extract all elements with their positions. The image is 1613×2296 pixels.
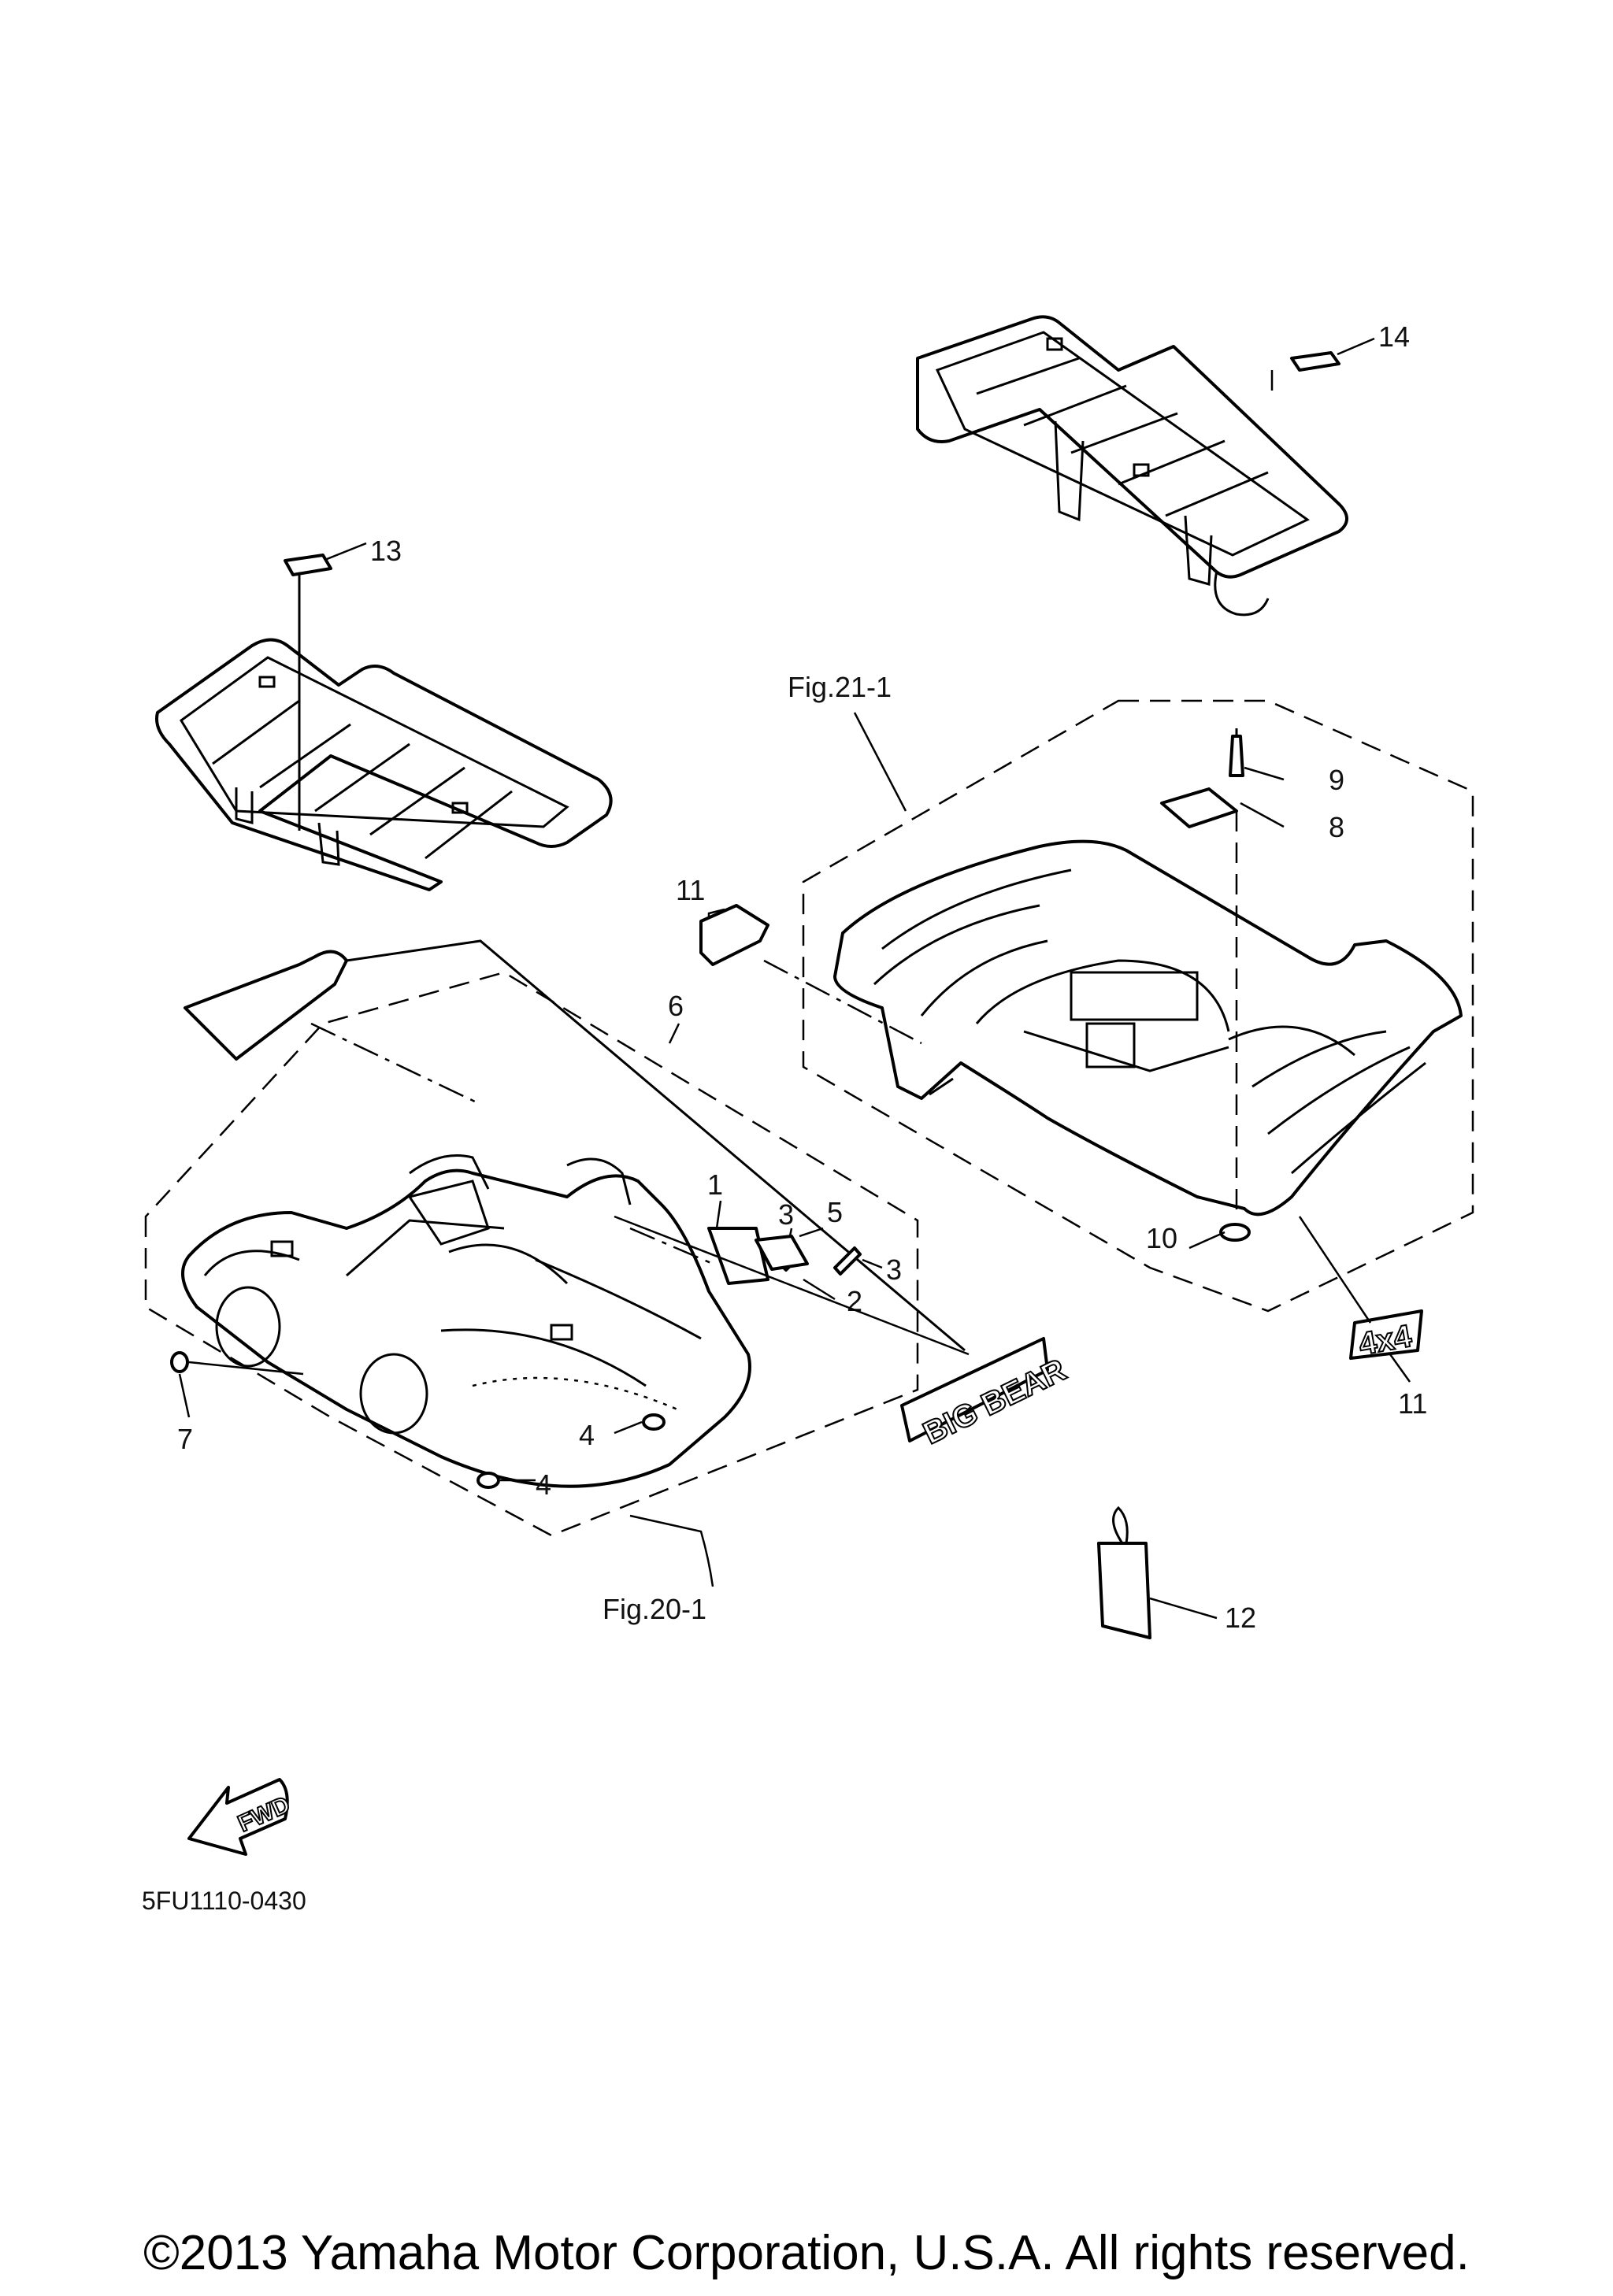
fig-ref-front: Fig.20-1 — [603, 1593, 706, 1625]
callout-12: 12 — [1225, 1602, 1256, 1634]
callout-3-upper: 3 — [778, 1198, 794, 1231]
rear-carrier — [916, 315, 1348, 617]
grommet-10 — [1219, 1223, 1251, 1242]
callout-6: 6 — [668, 990, 684, 1022]
fig-ref-rear: Fig.21-1 — [788, 671, 892, 703]
callout-14: 14 — [1378, 320, 1410, 353]
callout-11-upper: 11 — [676, 874, 705, 906]
diagram-code: 5FU1110-0430 — [142, 1887, 306, 1915]
nut-4-right — [642, 1413, 666, 1431]
rear-fender — [833, 839, 1463, 1217]
tag-12 — [1097, 1505, 1151, 1639]
callout-5: 5 — [827, 1196, 843, 1228]
callout-1: 1 — [707, 1168, 723, 1201]
plate-5 — [755, 1235, 809, 1271]
bracket-8 — [1160, 787, 1238, 828]
callout-10: 10 — [1146, 1222, 1177, 1254]
forward-arrow-icon: FWD — [187, 1778, 295, 1856]
callout-4-right: 4 — [579, 1419, 595, 1451]
callout-9: 9 — [1329, 764, 1344, 796]
rivet-3-lower — [833, 1246, 862, 1276]
emblem-big-bear: BIG BEAR — [900, 1337, 1073, 1452]
callout-11-lower: 11 — [1398, 1387, 1427, 1420]
callout-3-lower: 3 — [886, 1254, 902, 1286]
bracket-11-upper — [699, 904, 769, 966]
seat-mat-6 — [184, 950, 348, 1061]
rivet-9 — [1229, 728, 1244, 777]
callout-4-left: 4 — [536, 1468, 551, 1501]
front-carrier — [155, 638, 613, 891]
label-decal-14 — [1290, 351, 1340, 372]
front-fender-group-outline — [144, 971, 919, 1537]
label-decal-13 — [284, 554, 332, 576]
nut-4-left — [476, 1472, 500, 1489]
callout-8: 8 — [1329, 811, 1344, 843]
callout-13: 13 — [370, 535, 402, 567]
callout-7: 7 — [177, 1423, 193, 1455]
rear-fender-group-outline — [802, 699, 1474, 1313]
front-fender — [181, 1154, 751, 1488]
emblem-4x4: 4x4 — [1349, 1309, 1423, 1363]
cap-7 — [170, 1351, 189, 1373]
copyright-notice: ©2013 Yamaha Motor Corporation, U.S.A. A… — [143, 2226, 1470, 2280]
